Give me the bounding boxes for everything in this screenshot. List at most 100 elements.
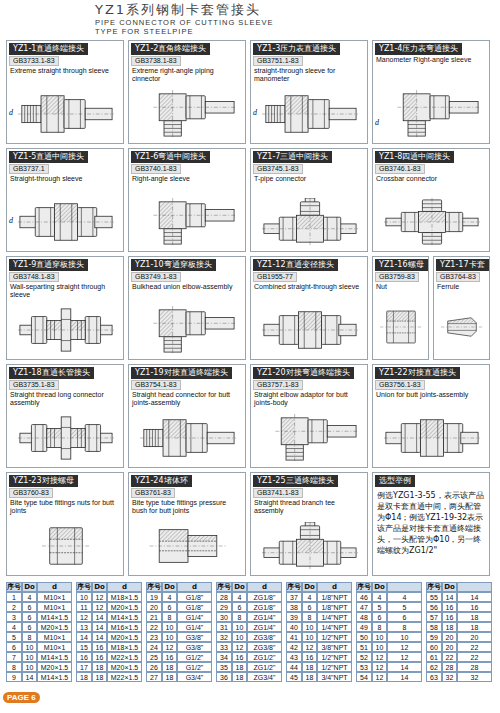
table-cell: 18 [457, 612, 492, 622]
table-cell: M20×1.5 [107, 632, 142, 642]
table-cell: 15 [76, 642, 92, 652]
table-cell: 23 [146, 632, 162, 642]
table-cell: 10 [232, 632, 247, 642]
table-cell: 32 [457, 672, 492, 682]
table-cell: 18 [92, 672, 107, 682]
table-cell: 4 [232, 592, 247, 602]
table-cell: 61 [426, 652, 442, 662]
english-name: Bite type tube fittings pressure bush fo… [129, 498, 245, 516]
table-cell: 22 [457, 642, 492, 652]
table-cell: M20×1.5 [107, 602, 142, 612]
table-cell: 8 [22, 632, 37, 642]
table-cell: 10 [372, 642, 387, 652]
table-header: Do [232, 582, 247, 592]
standard-code: GB3737.1 [9, 164, 49, 174]
dimension-letter: d [253, 108, 257, 117]
table-cell: 12 [302, 642, 317, 652]
table-cell: 6 [22, 612, 37, 622]
table-cell: G1/8" [177, 602, 212, 612]
table-cell: M14×1.5 [37, 652, 72, 662]
table-cell: 18 [232, 672, 247, 682]
table-cell: 63 [426, 672, 442, 682]
english-name: Nut [373, 282, 428, 292]
table-cell: 12 [372, 652, 387, 662]
table-cell: ZG1/2" [247, 662, 282, 672]
table-cell: 50 [356, 632, 372, 642]
table-cell: 14 [387, 662, 422, 672]
standard-code: GB3749.1-83 [131, 272, 181, 282]
english-name: straight-through sleeve for manometer [251, 66, 367, 84]
table-cell: M18×1.5 [107, 642, 142, 652]
table-cell: 45 [286, 672, 302, 682]
table-cell: ZG1/8" [247, 592, 282, 602]
table-cell: 14 [387, 672, 422, 682]
product-name: YZ1-10弯通穿板接头 [131, 259, 216, 271]
product-name: YZ1-7三通中间接头 [253, 151, 332, 163]
table-cell: G1/4" [177, 622, 212, 632]
product-name: YZ1-16螺母 [375, 259, 428, 271]
standard-code: GB3756.1-83 [375, 380, 425, 390]
table-cell: 34 [216, 652, 232, 662]
english-name: Wall-separting straight through sleeve [7, 282, 123, 300]
english-name: Combined straight-through sleeve [251, 282, 367, 292]
table-cell: 22 [146, 622, 162, 632]
standard-code: GB3754.1-83 [131, 380, 181, 390]
table-cell: 8 [162, 612, 177, 622]
table-cell: 10 [302, 632, 317, 642]
table-cell: 60 [426, 642, 442, 652]
table-cell: 10 [22, 652, 37, 662]
product-name: YZ1-1直通终端接头 [9, 43, 88, 55]
table-cell: 10 [232, 622, 247, 632]
table-cell: 18 [92, 662, 107, 672]
table-cell: M18×1.5 [107, 592, 142, 602]
fitting-drawing [262, 198, 358, 246]
table-cell: 57 [426, 612, 442, 622]
product-name: YZ1-17卡套 [436, 259, 489, 271]
product-name: YZ1-22对接直通接头 [375, 367, 460, 379]
standard-code: GB3738.1-83 [131, 56, 181, 66]
table-cell: M20×1.5 [107, 662, 142, 672]
table-cell: 10 [387, 632, 422, 642]
product-cell: YZ1-22对接直通接头GB3756.1-83Union for butt jo… [372, 364, 490, 468]
table-cell: 48 [356, 612, 372, 622]
standard-code: GB3757.1-83 [253, 380, 303, 390]
table-cell: 22 [442, 652, 457, 662]
table-cell: ZG1/8" [247, 602, 282, 612]
table-cell: 28 [216, 592, 232, 602]
table-cell: 16 [457, 602, 492, 612]
table-cell: 12 [232, 642, 247, 652]
page-title: YZ1系列钢制卡套管接头 [95, 1, 261, 19]
fitting-drawing [18, 417, 114, 459]
table-header: Do [162, 582, 177, 592]
table-cell: 14 [442, 592, 457, 602]
table-cell: 29 [216, 602, 232, 612]
table-cell: 24 [146, 642, 162, 652]
table-cell: 16 [92, 642, 107, 652]
table-cell: 20 [442, 642, 457, 652]
table-cell: ZG3/8" [247, 642, 282, 652]
product-name: YZ1-9直通穿板接头 [9, 259, 88, 271]
table-header: d [37, 582, 72, 592]
table-cell: G1/2" [177, 662, 212, 672]
table-header: d [107, 582, 142, 592]
table-header: 序号 [76, 582, 92, 592]
fitting-drawing [262, 96, 358, 132]
table-cell: 13 [76, 622, 92, 632]
page-number: PAGE 6 [3, 692, 40, 703]
dimension-letter: d [9, 216, 13, 225]
table-cell: 18 [162, 672, 177, 682]
table-cell: 6 [372, 612, 387, 622]
english-name: Straight head connector for butt joints-… [129, 390, 245, 408]
table-cell: 12 [372, 662, 387, 672]
product-name: YZ1-6弯通中间接头 [131, 151, 210, 163]
product-cell: YZ1-3压力表直通接头GB3751.1-83straight-through … [250, 40, 368, 144]
table-header: 序号 [6, 582, 22, 592]
table-cell: 18 [232, 662, 247, 672]
example-heading: 选型举例 [375, 475, 415, 487]
english-name: Crossbar connector [373, 174, 489, 184]
table-cell: 33 [216, 642, 232, 652]
table-cell: 12 [372, 672, 387, 682]
standard-code: GB3741.1-83 [253, 488, 303, 498]
table-cell: 10 [76, 592, 92, 602]
table-cell: 43 [286, 652, 302, 662]
